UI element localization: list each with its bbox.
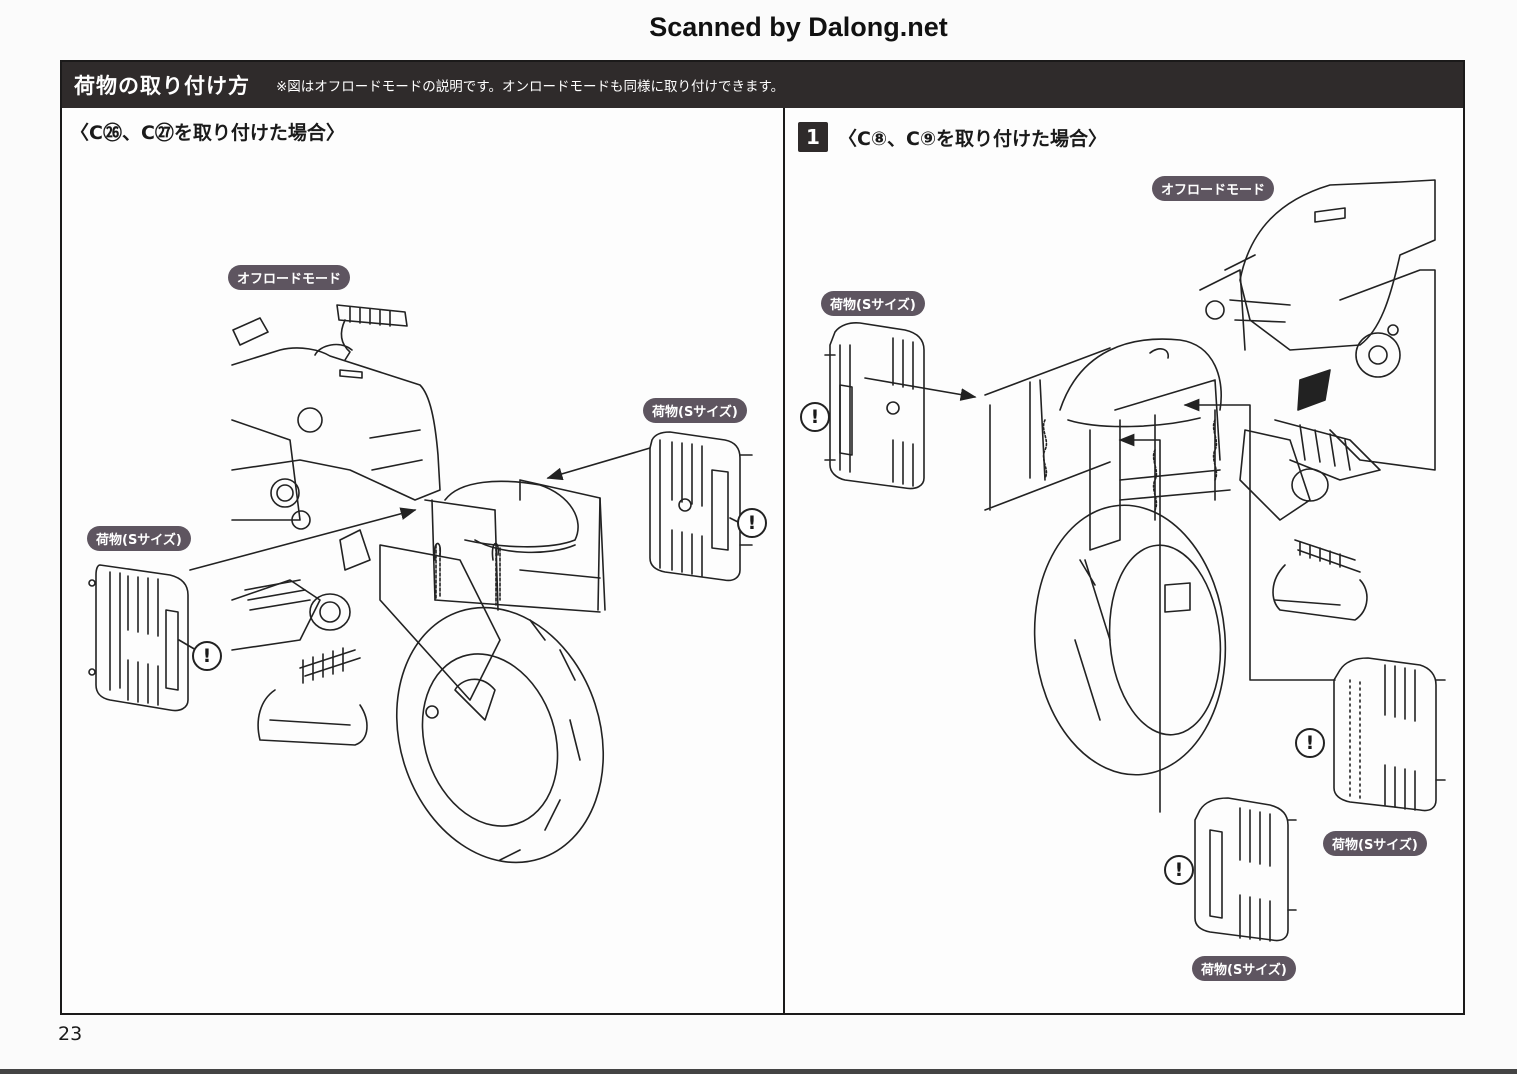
right-motorcycle-drawing <box>984 179 1436 776</box>
right-luggage-case-2 <box>1333 657 1446 812</box>
right-attach-arrow-2 <box>1183 398 1336 681</box>
right-cargo-label-1: 荷物(Sサイズ) <box>821 291 925 316</box>
warning-icon: ! <box>800 402 830 432</box>
right-attach-arrow-3 <box>1118 433 1161 813</box>
right-offroad-mode-label: オフロードモード <box>1152 176 1275 201</box>
right-cargo-label-3: 荷物(Sサイズ) <box>1192 956 1296 981</box>
scanner-watermark: Scanned by Dalong.net <box>649 12 948 42</box>
scan-edge <box>0 1069 1517 1074</box>
step-number-badge: 1 <box>798 122 828 152</box>
left-warning-leader-2 <box>729 517 739 523</box>
page-number: 23 <box>58 1023 83 1045</box>
left-cargo-label-2: 荷物(Sサイズ) <box>643 398 747 423</box>
left-motorcycle-drawing <box>231 304 606 864</box>
right-attach-arrow-1 <box>864 377 977 401</box>
left-offroad-mode-label: オフロードモード <box>228 265 351 290</box>
left-panel-title: 〈C㉖、C㉗を取り付けた場合〉 <box>70 118 345 145</box>
right-cargo-label-2: 荷物(Sサイズ) <box>1323 831 1427 856</box>
section-title: 荷物の取り付け方 <box>74 74 250 98</box>
left-luggage-case-2 <box>649 431 753 582</box>
section-note: ※図はオフロードモードの説明です。オンロードモードも同様に取り付けできます。 <box>276 79 785 95</box>
left-attach-arrow-2 <box>546 447 651 481</box>
right-luggage-case-3 <box>1194 797 1297 942</box>
left-attach-arrow-1 <box>189 507 417 571</box>
right-panel-title-text: 〈C⑧、C⑨を取り付けた場合〉 <box>838 127 1108 150</box>
section-header: 荷物の取り付け方 ※図はオフロードモードの説明です。オンロードモードも同様に取り… <box>62 62 1463 108</box>
right-panel-title: 1 〈C⑧、C⑨を取り付けた場合〉 <box>798 122 1107 152</box>
left-panel-title-text: 〈C㉖、C㉗を取り付けた場合〉 <box>70 122 345 144</box>
warning-icon: ! <box>737 508 767 538</box>
right-luggage-case-1 <box>824 322 925 490</box>
panel-divider <box>783 108 785 1013</box>
warning-icon: ! <box>1295 728 1325 758</box>
instruction-frame: 荷物の取り付け方 ※図はオフロードモードの説明です。オンロードモードも同様に取り… <box>60 60 1465 1015</box>
warning-icon: ! <box>1164 855 1194 885</box>
warning-icon: ! <box>192 641 222 671</box>
left-cargo-label-1: 荷物(Sサイズ) <box>87 526 191 551</box>
left-luggage-case-1 <box>88 564 189 712</box>
